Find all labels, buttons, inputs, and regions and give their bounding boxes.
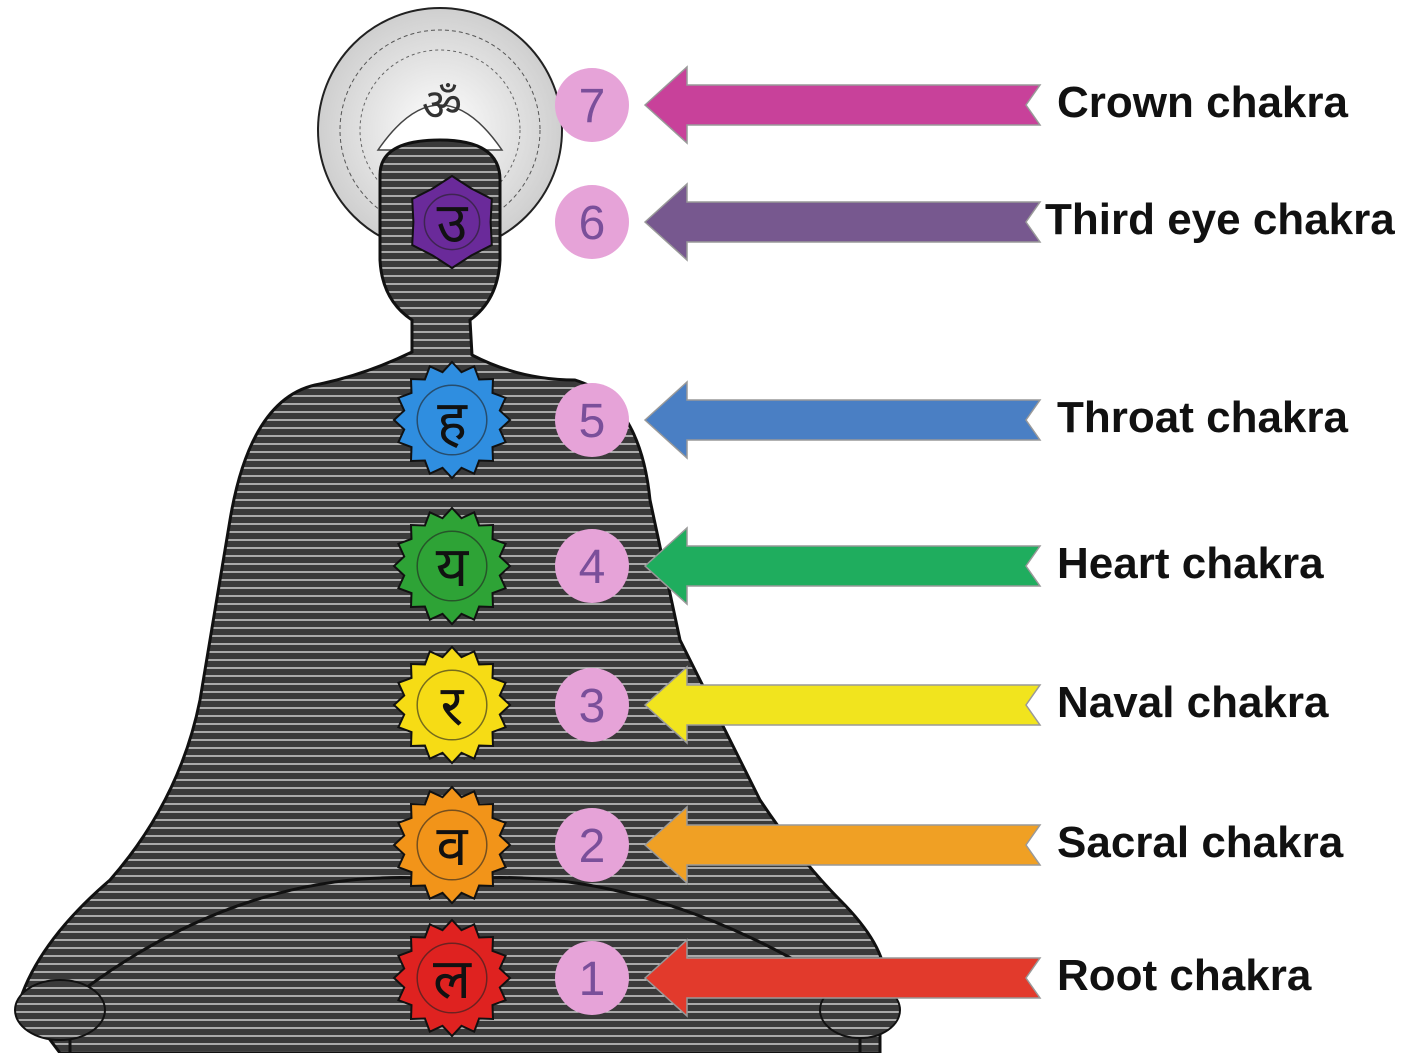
chakra-symbol-5: ह	[394, 362, 510, 478]
chakra-label-7: Crown chakra	[1057, 81, 1348, 125]
chakra-label-4: Heart chakra	[1057, 542, 1324, 586]
chakra-glyph-6: उ	[437, 191, 469, 256]
chakra-arrow	[645, 67, 1040, 143]
chakra-label-6: Third eye chakra	[1045, 198, 1395, 242]
chakra-label-5: Throat chakra	[1057, 396, 1348, 440]
chakra-number: 1	[579, 953, 606, 1006]
crown-om-symbol: ॐ	[422, 80, 462, 131]
chakra-label-2: Sacral chakra	[1057, 821, 1343, 865]
chakra-label-3: Naval chakra	[1057, 681, 1329, 725]
chakra-arrow	[645, 528, 1040, 604]
chakra-arrow	[645, 184, 1040, 260]
chakra-glyph-4: य	[436, 535, 470, 600]
chakra-glyph-5: ह	[437, 389, 468, 454]
chakra-number: 3	[579, 680, 606, 733]
chakra-number: 6	[579, 197, 606, 250]
chakra-number: 5	[579, 395, 606, 448]
chakra-label-1: Root chakra	[1057, 954, 1311, 998]
chakra-symbol-3: र	[394, 647, 510, 763]
chakra-symbol-2: व	[394, 787, 510, 903]
chakra-number: 4	[579, 541, 606, 594]
chakra-arrow	[645, 382, 1040, 458]
chakra-number: 2	[579, 820, 606, 873]
chakra-glyph-3: र	[441, 674, 465, 739]
chakra-glyph-1: ल	[433, 947, 472, 1012]
chakra-number: 7	[579, 80, 606, 133]
chakra-glyph-2: व	[436, 814, 468, 879]
chakra-symbol-4: य	[394, 508, 510, 624]
chakra-symbol-1: ल	[394, 920, 510, 1036]
chakra-row-7: 7	[555, 67, 1040, 143]
